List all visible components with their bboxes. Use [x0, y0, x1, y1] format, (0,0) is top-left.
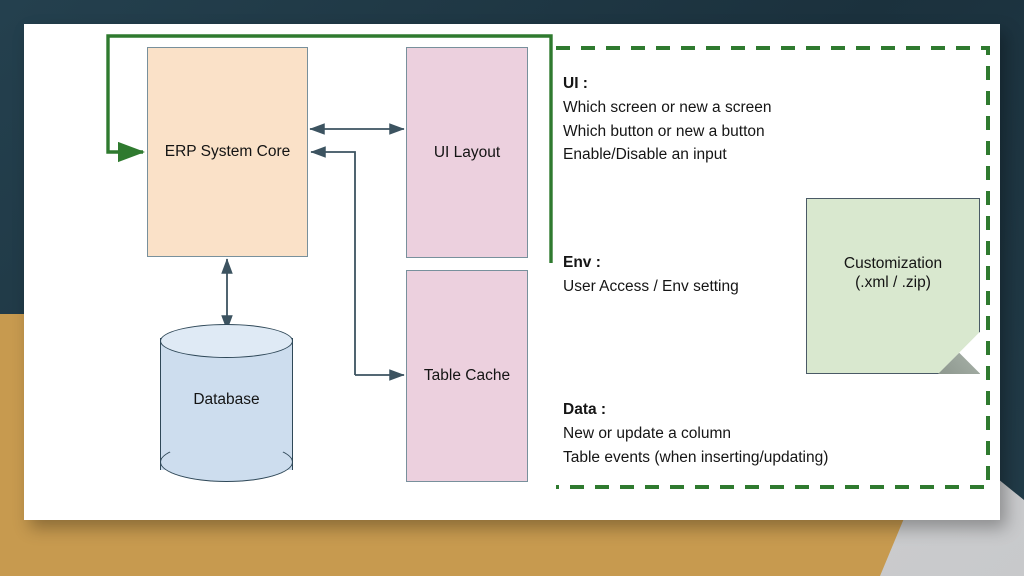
panel-dashed-border	[556, 46, 990, 489]
connector-panel-to-erp-core	[106, 34, 553, 263]
note-body	[806, 198, 980, 374]
node-label-table-cache: Table Cache	[423, 367, 511, 385]
node-table-cache[interactable]: Table Cache	[406, 270, 528, 482]
connector-table-cache-to-erp	[310, 146, 356, 375]
panel-block-ui-line-2: Which button or new a button	[563, 122, 765, 140]
panel-block-data-title: Data :	[563, 401, 607, 418]
node-label-customization-note: Customization (.xml / .zip)	[843, 255, 943, 292]
panel-block-env-title: Env :	[563, 254, 601, 271]
panel-block-data-line-1: New or update a column	[563, 424, 732, 442]
panel-block-ui: UI : Which screen or new a screen Which …	[563, 72, 771, 167]
node-label-erp-system-core: ERP System Core	[164, 143, 291, 161]
panel-block-env: Env : User Access / Env setting	[563, 251, 739, 299]
cylinder-bottom-ellipse	[160, 442, 293, 482]
node-label-database: Database	[193, 391, 260, 408]
panel-block-ui-line-3: Enable/Disable an input	[563, 146, 727, 164]
panel-block-data-line-2: Table events (when inserting/updating)	[563, 448, 829, 466]
node-erp-system-core[interactable]: ERP System Core	[147, 47, 308, 257]
panel-block-ui-line-1: Which screen or new a screen	[563, 98, 772, 116]
panel-block-env-line-1: User Access / Env setting	[563, 277, 739, 295]
panel-block-data: Data : New or update a column Table even…	[563, 398, 828, 469]
panel-block-ui-title: UI :	[563, 75, 588, 92]
node-database-cylinder[interactable]: Database	[160, 324, 293, 484]
node-label-ui-layout: UI Layout	[433, 143, 501, 161]
cylinder-top-ellipse	[160, 324, 293, 358]
node-ui-layout[interactable]: UI Layout	[406, 47, 528, 258]
node-customization-note[interactable]: Customization (.xml / .zip)	[806, 198, 980, 374]
